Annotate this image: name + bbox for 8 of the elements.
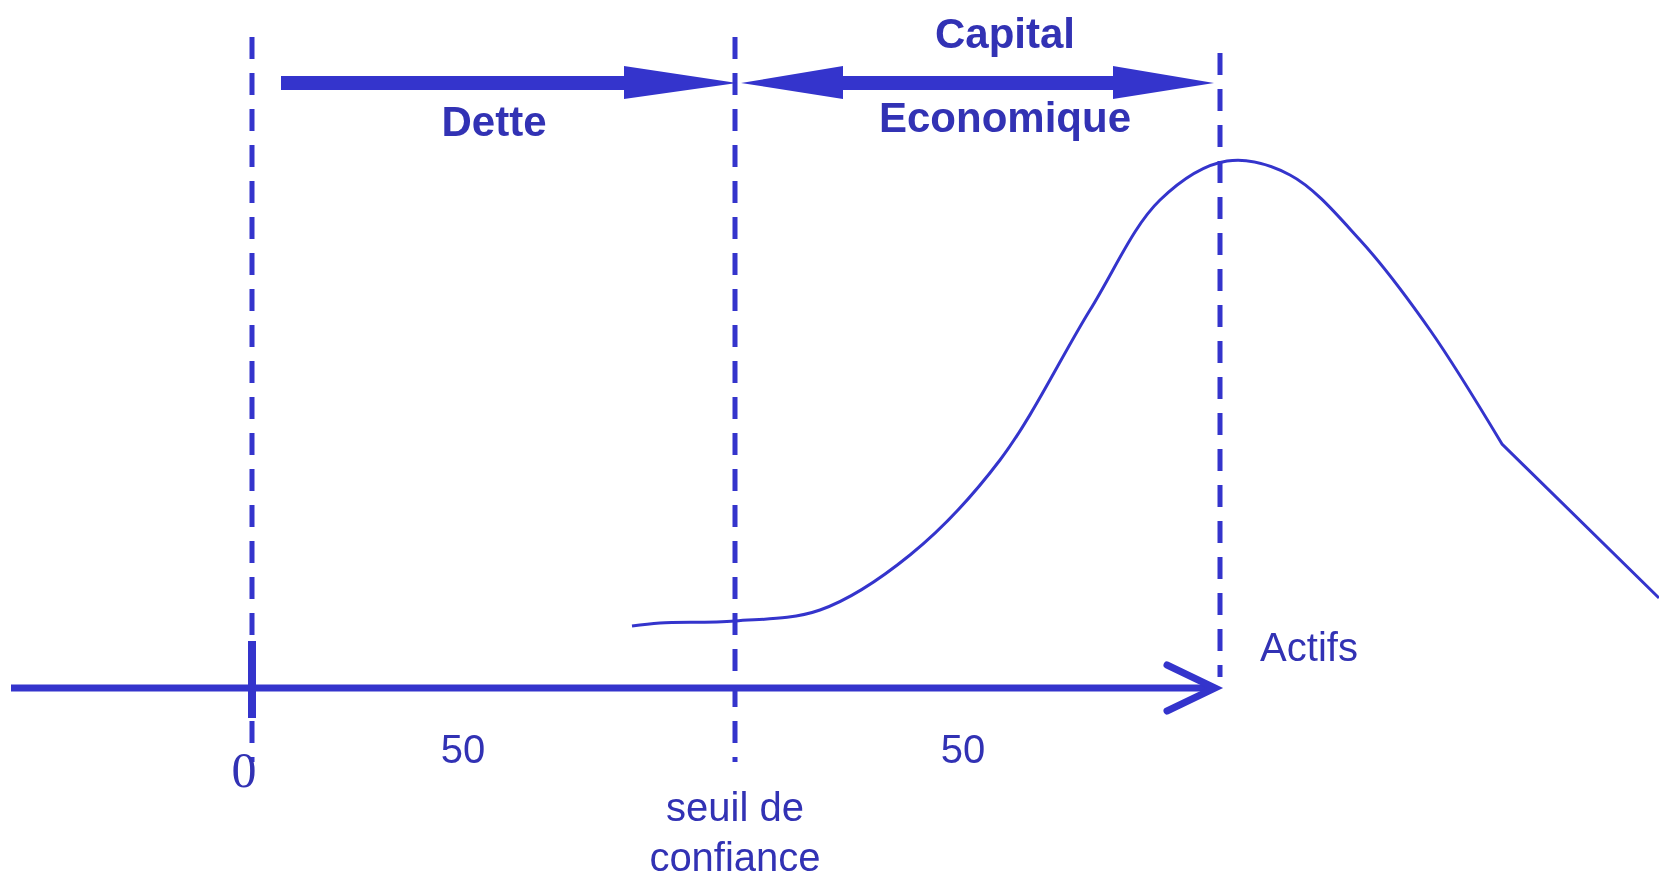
axis-value: 50	[940, 726, 986, 773]
axis-label: Actifs	[1260, 624, 1358, 671]
axis-label: Economique	[879, 92, 1131, 143]
axis-label: Dette	[441, 96, 547, 147]
axis-value: 0	[231, 740, 257, 800]
threshold-label: seuil de confiance	[648, 784, 822, 881]
axis-value: 50	[440, 726, 486, 773]
axis-label: Capital	[935, 8, 1075, 59]
